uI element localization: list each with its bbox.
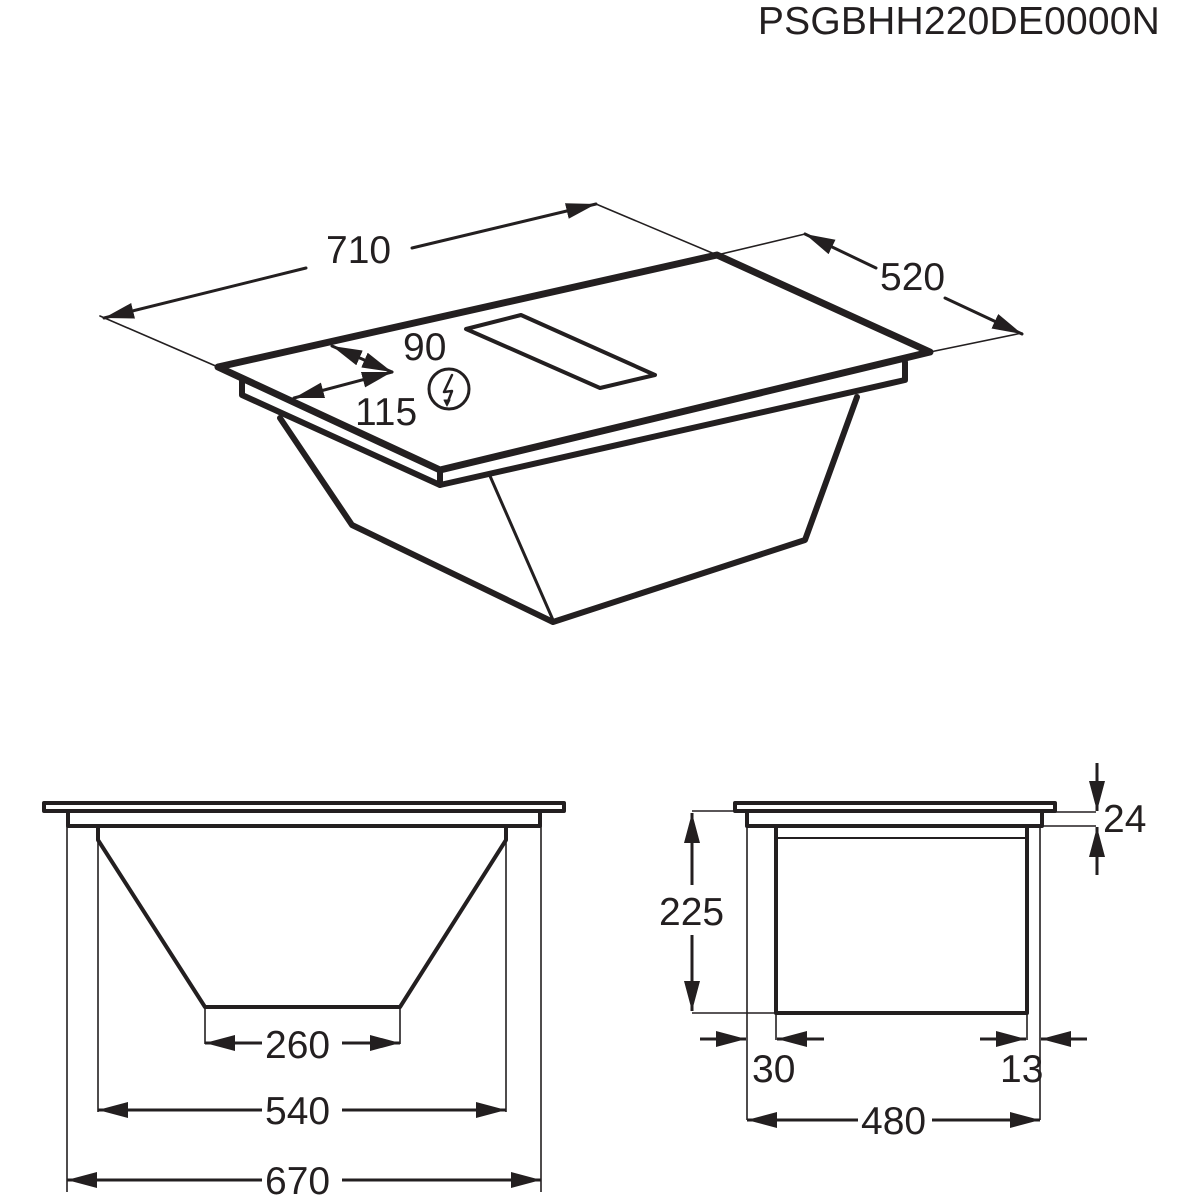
side-view bbox=[684, 763, 1105, 1128]
dim-bottom-260: 260 bbox=[265, 1024, 330, 1067]
side-body bbox=[774, 826, 1029, 1015]
dim-cutout-540: 540 bbox=[265, 1090, 330, 1133]
hob-glass-top bbox=[214, 251, 934, 474]
isometric-labels: 710 520 90 115 bbox=[326, 229, 945, 434]
hob-frame-left bbox=[239, 377, 443, 488]
extractor-vent bbox=[464, 313, 657, 390]
dim-front-30: 30 bbox=[752, 1048, 795, 1091]
front-frame bbox=[66, 809, 542, 828]
hob-body-edge bbox=[488, 474, 555, 622]
dim-cable-115: 115 bbox=[355, 391, 417, 434]
dim-cutout-480: 480 bbox=[861, 1100, 926, 1143]
dim-rear-13: 13 bbox=[1000, 1048, 1043, 1091]
dim-cable-90: 90 bbox=[403, 326, 446, 369]
side-labels: 24 225 30 13 480 bbox=[659, 798, 1146, 1143]
dim-overall-670: 670 bbox=[265, 1160, 330, 1200]
dim-width-710: 710 bbox=[326, 229, 391, 272]
dim-glass-24: 24 bbox=[1103, 798, 1146, 841]
hob-body bbox=[277, 394, 860, 625]
isometric-view bbox=[99, 202, 1024, 625]
front-body bbox=[96, 826, 508, 1009]
dim-height-225: 225 bbox=[659, 891, 724, 934]
front-view bbox=[42, 801, 566, 1192]
model-code-title: PSGBHH220DE0000N bbox=[757, 0, 1160, 43]
side-frame bbox=[745, 809, 1044, 828]
electrical-connection-icon bbox=[427, 367, 471, 411]
dim-depth-520: 520 bbox=[880, 256, 945, 299]
hob-glass-edge bbox=[437, 359, 908, 488]
front-labels: 260 540 670 bbox=[265, 1024, 330, 1200]
